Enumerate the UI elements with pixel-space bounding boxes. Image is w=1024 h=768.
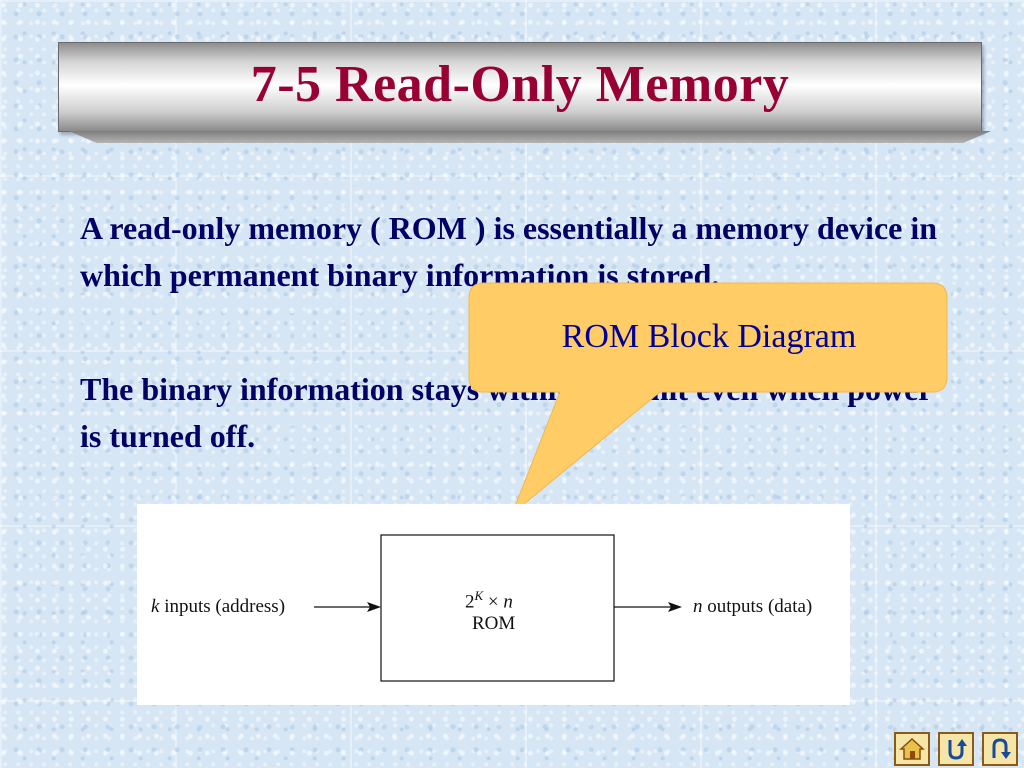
home-button[interactable] xyxy=(894,732,930,766)
slide-title: 7-5 Read-Only Memory xyxy=(250,56,790,113)
block-size-label: 2K × n xyxy=(465,588,513,613)
rom-block-diagram: k inputs (address) 2K × n ROM n outputs … xyxy=(137,504,850,705)
home-icon xyxy=(899,737,925,760)
callout-label: ROM Block Diagram xyxy=(561,318,857,355)
block-name-label: ROM xyxy=(472,613,516,634)
u-turn-up-icon xyxy=(948,739,967,760)
paragraph-nonvolatile: The binary information stays within the … xyxy=(80,371,932,454)
paragraph-definition: A read-only memory ( ROM ) is essentiall… xyxy=(80,210,938,293)
back-button[interactable] xyxy=(982,732,1018,766)
output-label: n outputs (data) xyxy=(693,596,813,617)
return-button[interactable] xyxy=(938,732,974,766)
rom-block xyxy=(380,534,615,682)
title-bar: 7-5 Read-Only Memory xyxy=(58,42,982,132)
input-label: k inputs (address) xyxy=(151,596,286,617)
u-turn-down-icon xyxy=(992,738,1011,759)
